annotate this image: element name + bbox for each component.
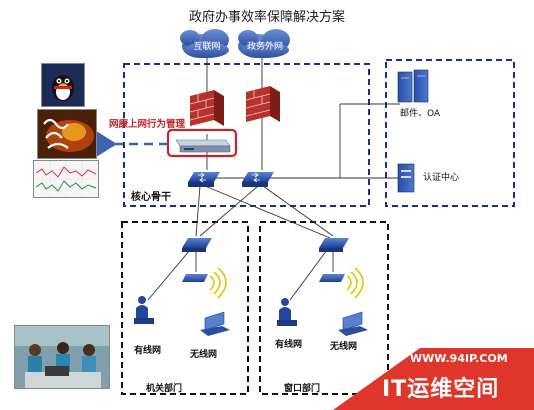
appliance-icon xyxy=(175,139,231,153)
core-backbone-label: 核心骨干 xyxy=(131,192,171,203)
right-wired-label: 有线网 xyxy=(275,340,303,350)
wireless-ap-right-icon xyxy=(319,267,364,299)
right-wireless-label: 无线网 xyxy=(330,342,358,352)
cloud-internet-icon xyxy=(180,29,229,58)
cloud-gov-extranet-label: 政务外网 xyxy=(246,42,283,52)
left-dept-zone xyxy=(121,221,249,395)
watermark-url: WWW.94IP.COM xyxy=(410,352,508,365)
office-photo-icon xyxy=(15,326,109,388)
auth-center-label: 认证中心 xyxy=(423,173,460,183)
access-switch-right-icon xyxy=(319,238,349,252)
diagram-title: 政府办事效率保障解决方案 xyxy=(188,10,345,25)
firewall-left-icon xyxy=(189,90,224,126)
stock-chart-thumbnail xyxy=(33,160,99,198)
watermark-brand: IT运维空间 xyxy=(382,377,500,402)
right-dept-label: 窗口部门 xyxy=(284,384,321,394)
mail-oa-label: 邮件、OA xyxy=(400,109,441,119)
mail-server-icon xyxy=(397,69,429,103)
right-dept-zone xyxy=(259,221,389,395)
qq-penguin-icon xyxy=(52,75,74,101)
left-dept-label: 机关部门 xyxy=(146,384,183,394)
auth-server-icon xyxy=(397,163,415,193)
qq-thumbnail xyxy=(41,63,85,107)
server-zone xyxy=(385,59,515,207)
cloud-internet-label: 互联网 xyxy=(193,42,221,52)
wireless-ap-left-icon xyxy=(182,267,227,299)
behavior-mgmt-label: 网康上网行为管理 xyxy=(109,119,186,130)
core-switch-right-icon xyxy=(242,172,274,187)
laptop-right-icon xyxy=(338,311,368,336)
core-switch-left-icon xyxy=(188,172,220,187)
left-wired-label: 有线网 xyxy=(134,346,162,356)
wired-pc-left-icon xyxy=(134,296,154,324)
core-zone xyxy=(123,63,370,207)
access-switch-left-icon xyxy=(182,238,212,252)
laptop-left-icon xyxy=(200,311,230,336)
stock-chart-icon xyxy=(34,161,98,197)
wired-pc-right-icon xyxy=(277,298,297,326)
office-photo-thumbnail xyxy=(14,325,110,389)
cloud-gov-extranet-icon xyxy=(238,29,290,58)
left-wireless-label: 无线网 xyxy=(190,350,218,360)
firewall-right-icon xyxy=(245,86,280,122)
game-artwork-icon xyxy=(38,110,96,158)
game-thumbnail xyxy=(37,109,97,159)
